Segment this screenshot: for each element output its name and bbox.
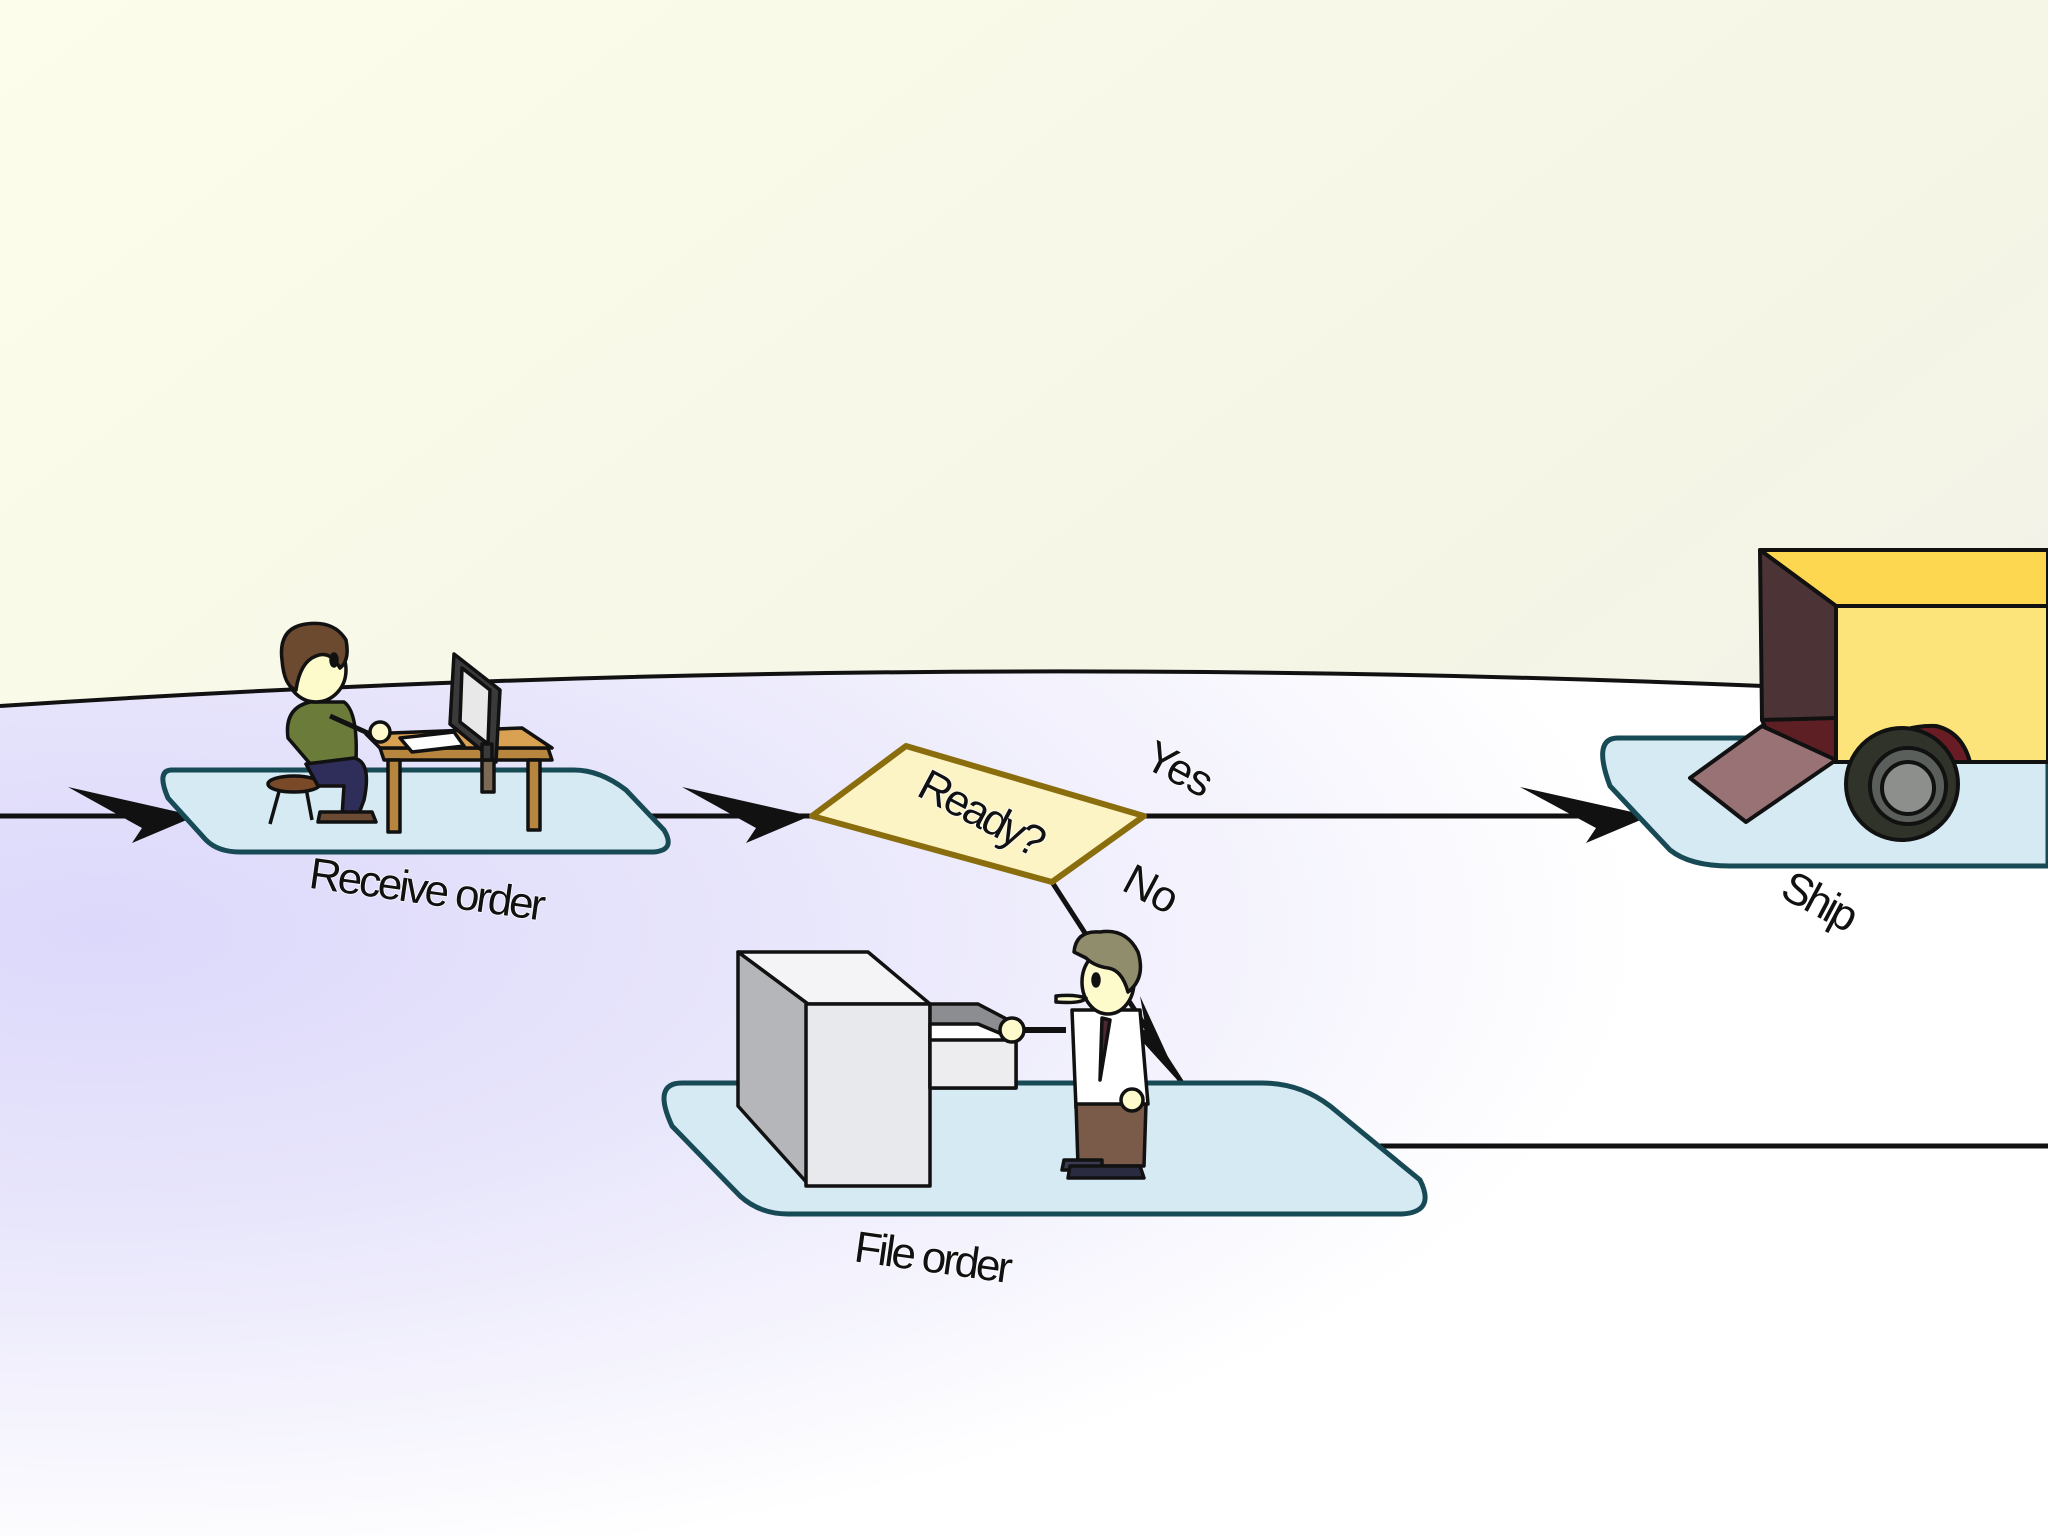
desk-worker-illustration bbox=[266, 621, 554, 834]
arrow-heads bbox=[68, 787, 1650, 1083]
arrow-head-icon bbox=[68, 787, 196, 843]
filing-clerk-illustration bbox=[736, 929, 1150, 1188]
decision-diamond bbox=[809, 743, 1147, 885]
arrow-head-icon bbox=[1130, 996, 1180, 1083]
truck-illustration bbox=[1688, 548, 2048, 842]
platform-receive bbox=[160, 767, 671, 855]
arrow-head-icon bbox=[682, 787, 810, 843]
arrow-head-icon bbox=[1520, 787, 1650, 843]
